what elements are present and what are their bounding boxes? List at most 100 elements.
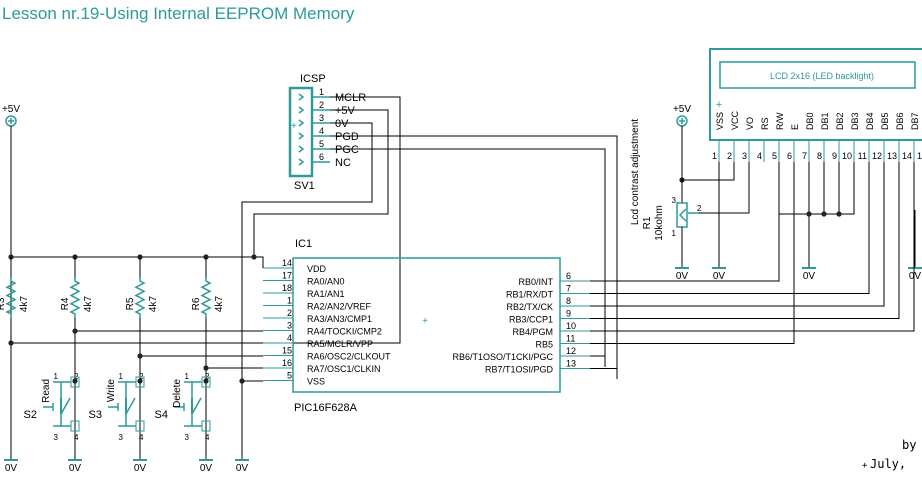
signature-origin-mark: + xyxy=(862,461,868,471)
ic1-pin-number: 18 xyxy=(282,283,292,293)
lcd-pin-name: E xyxy=(790,124,800,130)
lcd-pin-number: 3 xyxy=(742,151,747,161)
pot-body xyxy=(676,202,688,228)
ic1-pin-name: RB7/T1OSI/PGD xyxy=(485,365,554,375)
ic1-pin-name: RB0/INT xyxy=(518,277,553,287)
wire-rb3-db6 xyxy=(590,162,900,319)
ic1-pin-name: RB5 xyxy=(535,340,553,350)
pot-value: 10kohm xyxy=(654,205,665,241)
ic1-pin-name: RB6/T1OSO/T1CKI/PGC xyxy=(452,352,553,362)
resistor-name: R5 xyxy=(125,297,136,310)
icsp-pin-chevron xyxy=(298,158,305,166)
switch-pin-number: 1 xyxy=(119,372,124,381)
switch-frame xyxy=(184,381,193,427)
switch-pin-number: 3 xyxy=(185,433,190,442)
wire-rb1-db4 xyxy=(590,162,870,294)
icsp-pin-number: 4 xyxy=(319,126,324,136)
lcd-pin1-mark: + xyxy=(716,99,722,111)
ic1-pin-number: 6 xyxy=(566,271,571,281)
lcd-pin-name: DB1 xyxy=(820,112,830,130)
switch-terminal xyxy=(70,376,80,388)
ground-label: 0V xyxy=(713,271,726,282)
junction-dot xyxy=(836,211,842,217)
ic1-pin-name: RA6/OSC2/CLKOUT xyxy=(307,352,391,362)
pot-description: Lcd contrast adjustment xyxy=(630,119,641,225)
icsp-pin-chevron xyxy=(298,106,305,114)
sv1-label: SV1 xyxy=(294,180,315,192)
lcd-title: LCD 2x16 (LED backlight) xyxy=(770,71,874,81)
lcd-pin-number: 11 xyxy=(858,151,867,161)
switch-pin-number: 3 xyxy=(119,433,124,442)
switch-lever xyxy=(191,397,202,415)
lcd-pin-name: R/W xyxy=(775,112,785,130)
lcd-pin-number: 2 xyxy=(727,151,732,161)
ic1-part-label: PIC16F628A xyxy=(294,402,358,414)
icsp-pin-name: NC xyxy=(335,157,351,169)
switch-terminal xyxy=(70,420,80,432)
ic1-pin-name: RB3/CCP1 xyxy=(509,315,553,325)
lcd-pin-number: 8 xyxy=(817,151,822,161)
switch-pin-number: 4 xyxy=(205,433,210,442)
lcd-pin-number: 5 xyxy=(772,151,777,161)
resistor-value: 4k7 xyxy=(214,296,225,313)
wire-rb2-db5 xyxy=(590,162,885,307)
switch-terminal xyxy=(201,420,211,432)
resistor-symbol xyxy=(200,277,212,318)
resistor-symbol xyxy=(69,277,81,318)
resistor-value: 4k7 xyxy=(19,296,30,313)
junction-dot xyxy=(72,328,78,334)
junction-dot xyxy=(239,378,245,384)
switch-pin-number: 3 xyxy=(54,433,59,442)
icsp-pin1-mark: + xyxy=(291,121,297,132)
ic1-pin-number: 4 xyxy=(287,333,292,343)
ic1-pin-name: RA4/TOCKI/CMP2 xyxy=(307,327,382,337)
ic1-pin-number: 7 xyxy=(566,284,571,294)
ic1-pin-number: 1 xyxy=(287,296,292,306)
wire-rb4-db7 xyxy=(590,162,915,332)
ic1-pin-number: 9 xyxy=(566,309,571,319)
lcd-pin-number: 9 xyxy=(832,151,837,161)
ic1-pin-name: RB1/RX/DT xyxy=(506,290,554,300)
junction-dot xyxy=(8,340,14,346)
ic1-pin-name: RB4/PGM xyxy=(512,327,553,337)
junction-dot xyxy=(203,365,209,371)
ic1-pin-name: RA1/AN1 xyxy=(307,289,345,299)
lcd-pin-name: DB5 xyxy=(880,112,890,130)
ground-label: 0V xyxy=(5,463,18,474)
switch-name: S2 xyxy=(24,409,37,421)
switch-pin-number: 4 xyxy=(139,433,144,442)
resistor-symbol xyxy=(134,277,146,318)
ic1-pin-name: RA0/AN0 xyxy=(307,277,345,287)
icsp-pin-name: +5V xyxy=(335,105,356,117)
lcd-pin-number: 10 xyxy=(842,151,852,161)
wire-pgd xyxy=(330,135,618,379)
ic1-pin-name: VSS xyxy=(307,377,325,387)
junction-dot xyxy=(251,254,257,260)
ic1-pin-name: RB2/TX/CK xyxy=(506,302,553,312)
ic1-pin-number: 5 xyxy=(287,371,292,381)
ground-label: 0V xyxy=(676,271,689,282)
ic1-pin-number: 10 xyxy=(566,321,576,331)
lcd-pin-name: DB3 xyxy=(850,112,860,130)
icsp-pin-chevron xyxy=(298,93,305,101)
ic1-pin-number: 8 xyxy=(566,296,571,306)
lcd-pin-number: 4 xyxy=(757,151,762,161)
lcd-pin-number: 6 xyxy=(787,151,792,161)
ground-label: 0V xyxy=(909,271,922,282)
lcd-pin-name: DB4 xyxy=(865,112,875,130)
ic1-pin-number: 12 xyxy=(566,346,576,356)
ic1-pin-number: 3 xyxy=(287,321,292,331)
switch-terminal xyxy=(201,376,211,388)
lcd-pin-name: VCC xyxy=(730,110,740,130)
ground-label: 0V xyxy=(69,463,82,474)
icsp-pin-name: PGC xyxy=(335,144,359,156)
lcd-pin-name: VO xyxy=(745,117,755,130)
pot-pin-number: 3 xyxy=(672,196,677,205)
resistor-value: 4k7 xyxy=(83,296,94,313)
vcc-label: +5V xyxy=(2,104,20,115)
ic1-pin-number: 11 xyxy=(566,334,575,344)
lcd-pin-name: DB7 xyxy=(910,112,920,130)
icsp-body xyxy=(288,86,314,178)
wire-icsp-5v xyxy=(253,109,389,257)
icsp-pin-number: 5 xyxy=(319,139,324,149)
